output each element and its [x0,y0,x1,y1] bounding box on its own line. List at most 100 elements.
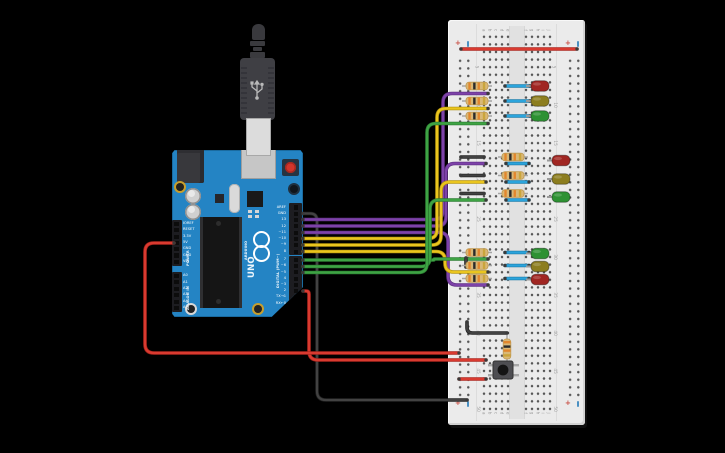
breadboard-seam [476,24,477,421]
pin-hole-5v[interactable] [174,240,179,245]
rail-minus-marker [577,41,579,47]
row-number: 50 [552,406,558,413]
atmega-microcontroller-chip[interactable] [200,217,242,308]
pin-label-rx←0: RX←0 [275,300,286,305]
pin-label-~10: ~10 [278,236,286,241]
usb-cable-rib [250,41,265,46]
breadboard-group-right[interactable] [523,33,553,415]
rail-minus-marker [467,401,469,407]
smd-component [255,210,259,213]
pin-hole-~6[interactable] [293,264,299,269]
rail-minus-marker [577,401,579,407]
pin-hole-aref[interactable] [293,205,299,210]
pin-label-reset: RESET [183,227,195,232]
row-number: 35 [552,292,558,299]
pin-label-a0: A0 [183,273,188,278]
pin-hole-3.3v[interactable] [174,234,179,239]
breadboard-rail-right[interactable] [566,57,582,399]
usb-cable-rib [253,47,262,51]
row-number: 30 [552,254,558,261]
power-jack [177,150,204,183]
pin-hole-~10[interactable] [293,236,299,242]
crystal-oscillator [229,184,240,213]
mounting-hole [253,305,262,313]
pin-label-12: 12 [281,223,286,228]
mounting-hole [290,185,298,193]
column-letter: h [534,411,540,415]
column-letter: e [504,411,510,415]
usb-cable-metal-sleeve [246,118,271,156]
column-letter: g [528,411,534,415]
row-number: 5 [474,66,480,69]
pin-hole-tx→1[interactable] [293,295,299,300]
pin-label-a1: A1 [183,279,188,284]
pin-hole-~9[interactable] [293,243,299,248]
pin-label-5v: 5V [183,240,188,244]
pin-hole-ioref[interactable] [174,221,179,227]
pin-hole-a2[interactable] [174,286,179,291]
column-letter: j [546,29,552,31]
pin-hole-gnd[interactable] [174,253,179,258]
row-number: 40 [475,330,481,337]
pin-hole-a1[interactable] [174,280,179,285]
pin-hole-8[interactable] [293,249,299,254]
row-number: 30 [475,254,481,261]
wire-gnd-black[interactable] [301,211,469,402]
row-number: 25 [552,216,558,223]
rail-minus-marker [467,41,469,47]
pin-label-2: 2 [283,288,286,293]
pin-hole-gnd[interactable] [174,247,179,252]
column-letter: i [540,412,546,414]
pin-hole-~3[interactable] [293,282,299,287]
mounting-hole [176,183,184,191]
pin-hole-vin[interactable] [174,259,179,264]
pin-hole-reset[interactable] [174,228,179,233]
column-letter: d [498,411,504,415]
column-letter: g [528,28,534,32]
pin-label-~9: ~9 [280,242,286,247]
usb-cable-connector[interactable] [240,58,275,120]
pin-label-3.3v: 3.3V [183,233,192,238]
pin-label-ioref: IOREF [183,221,194,226]
column-letter: f [522,29,528,31]
pin-hole-4[interactable] [293,276,299,281]
column-letter: e [504,28,510,32]
column-letter: h [534,28,540,32]
breadboard-rail-left[interactable] [456,57,472,399]
capacitor [185,204,201,220]
row-number: 10 [475,102,481,109]
pin-hole-12[interactable] [293,224,299,229]
column-letter: c [492,28,498,32]
smd-component [215,194,224,203]
pin-hole-gnd[interactable] [293,211,299,216]
row-number: 15 [552,140,558,147]
pin-label-tx→1: TX→1 [276,294,286,299]
row-number: 50 [475,406,481,413]
pin-hole-2[interactable] [293,288,299,294]
breadboard-group-left[interactable] [481,33,511,415]
pin-hole-13[interactable] [293,218,299,223]
pin-label-13: 13 [281,217,286,222]
pin-hole-a5[interactable] [174,305,179,311]
row-number: 20 [475,178,481,185]
row-number: 35 [475,292,481,299]
column-letter: c [492,411,498,415]
smd-component [255,215,259,218]
pin-label-gnd: GND [277,210,286,215]
pin-hole-a3[interactable] [174,293,179,298]
rail-plus-marker: + [565,39,571,47]
reset-button[interactable] [282,159,299,176]
pin-hole-~5[interactable] [293,270,299,275]
column-letter: f [522,412,528,414]
pin-hole-rx←0[interactable] [293,301,299,306]
pin-hole-~11[interactable] [293,230,299,235]
breadboard-seam [556,24,557,421]
pin-hole-a0[interactable] [174,273,179,279]
usb-trident-icon [250,79,264,100]
column-letter: j [546,412,552,414]
pin-hole-a4[interactable] [174,299,179,304]
pin-hole-7[interactable] [293,257,299,263]
